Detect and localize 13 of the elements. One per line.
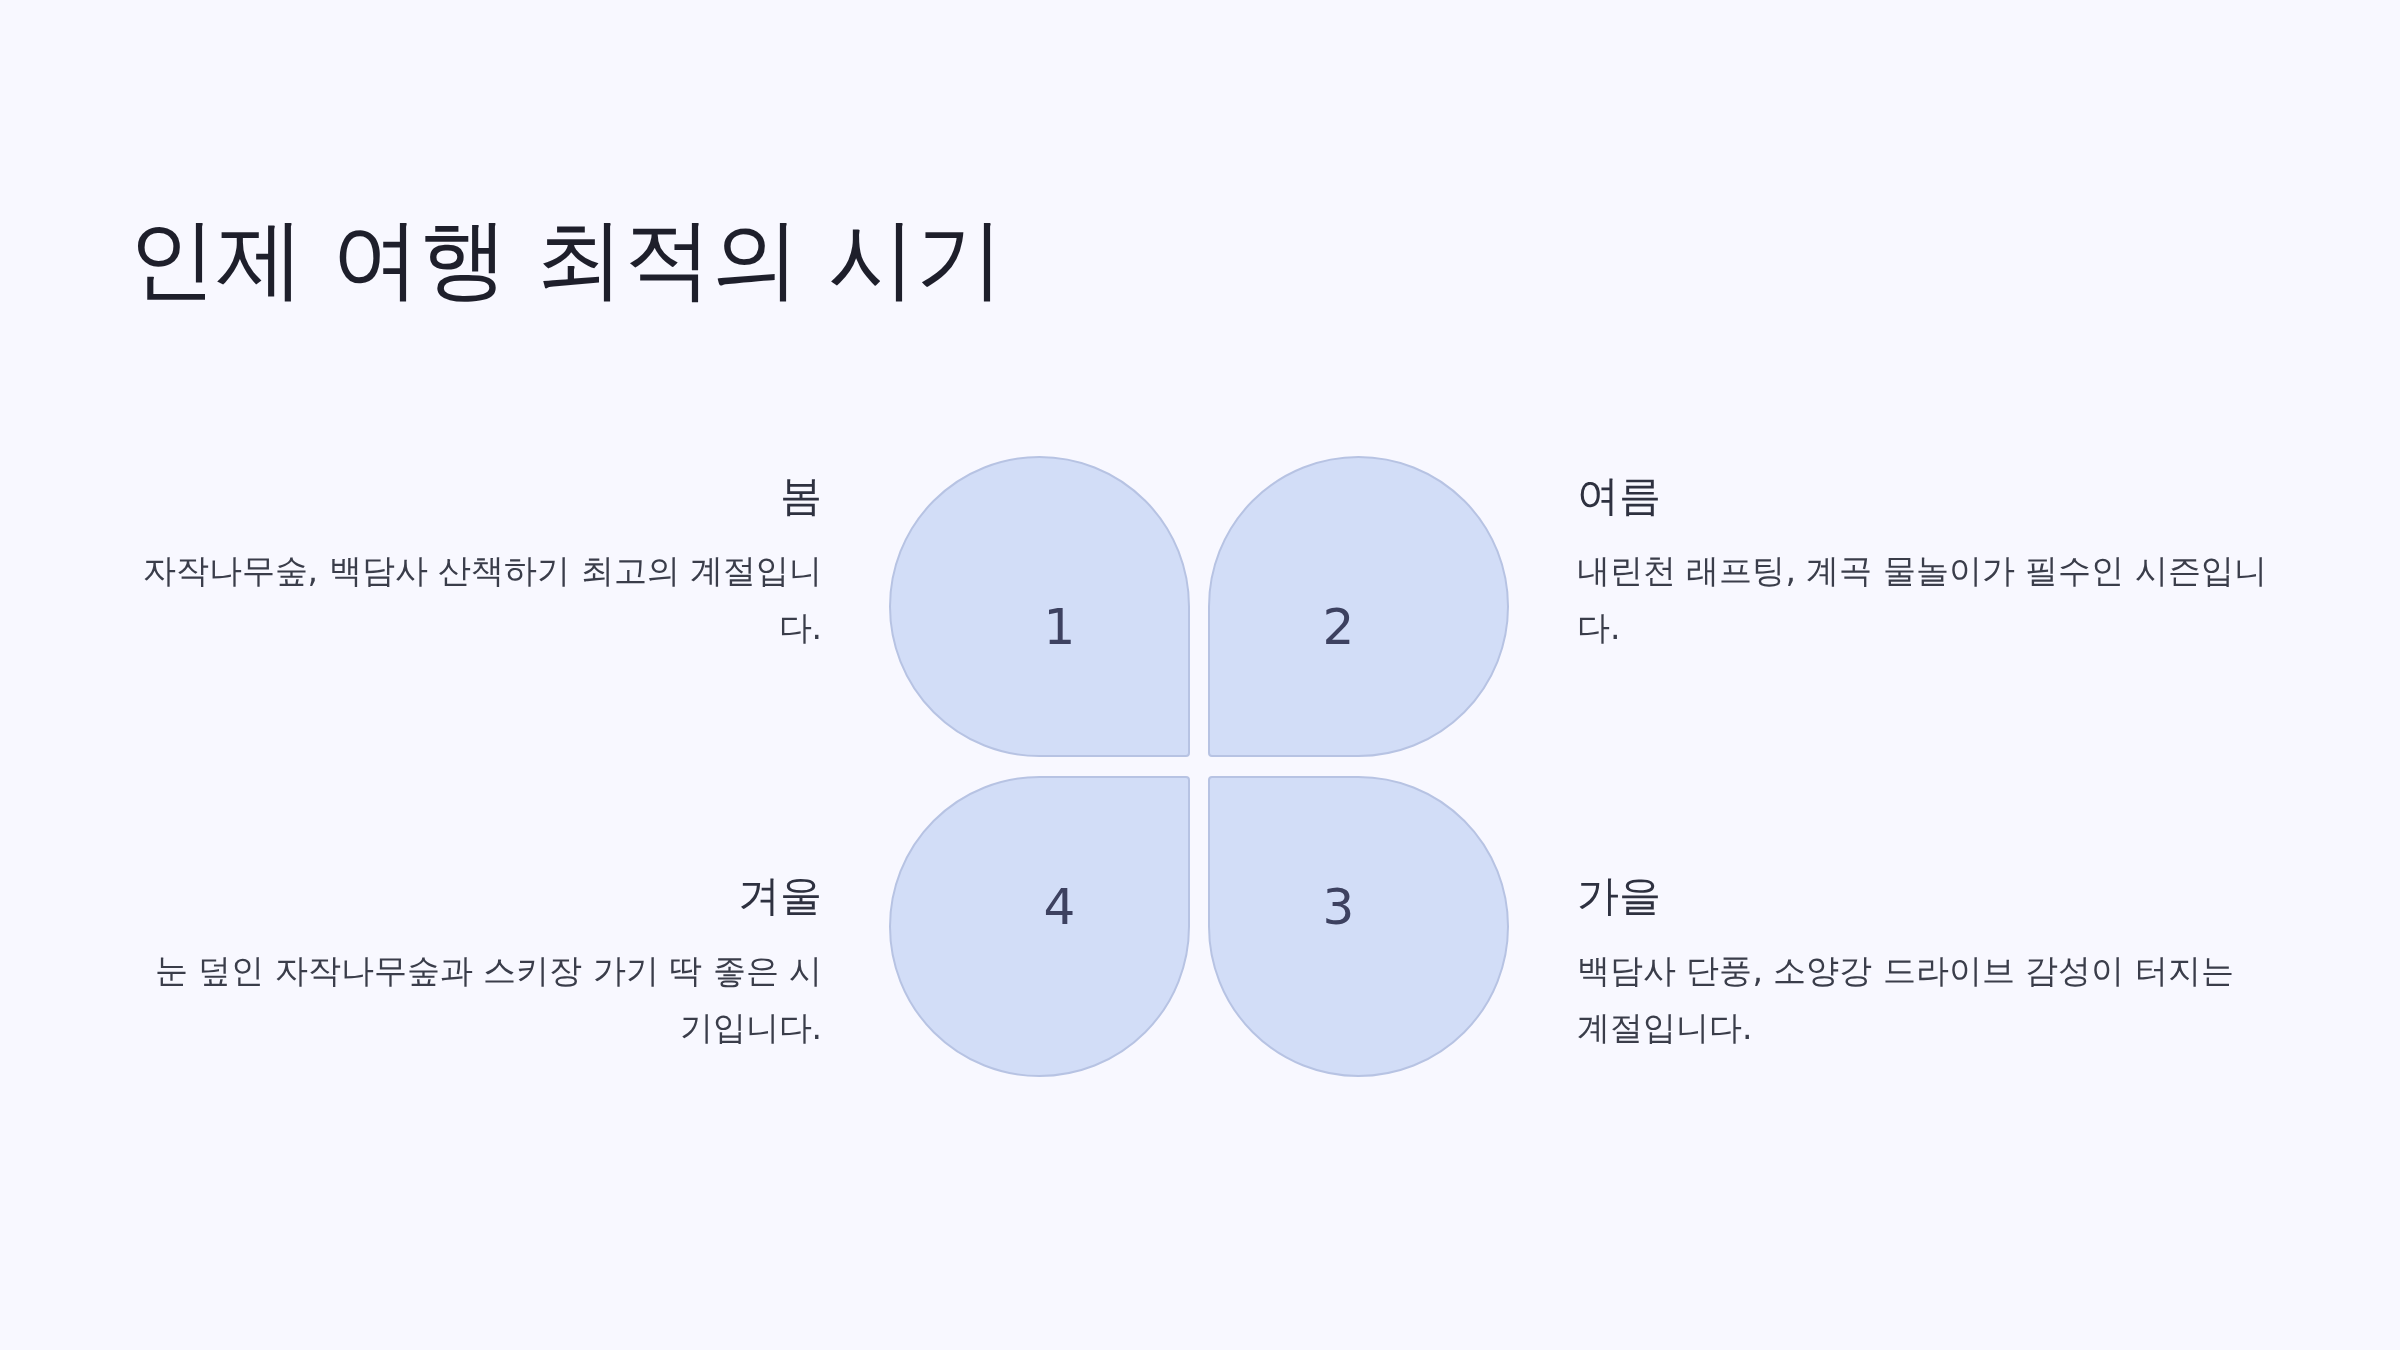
season-description: 자작나무숲, 백담사 산책하기 최고의 계절입니다. [141,550,822,649]
season-heading: 겨울 [737,870,822,922]
step-number: 2 [1322,597,1355,656]
season-description: 눈 덮인 자작나무숲과 스키장 가기 딱 좋은 시기입니다. [153,950,822,1049]
season-heading: 봄 [779,470,822,522]
season-heading: 가을 [1577,870,1662,922]
season-description: 내린천 래프팅, 계곡 물놀이가 필수인 시즌입니다. [1577,550,2268,649]
season-heading: 여름 [1577,470,1662,522]
season-description: 백담사 단풍, 소양강 드라이브 감성이 터지는 계절입니다. [1577,950,2235,1049]
step-number: 3 [1322,877,1355,936]
step-number: 4 [1043,877,1076,936]
step-number: 1 [1043,597,1076,656]
title: 인제 여행 최적의 시기 [128,206,1004,312]
